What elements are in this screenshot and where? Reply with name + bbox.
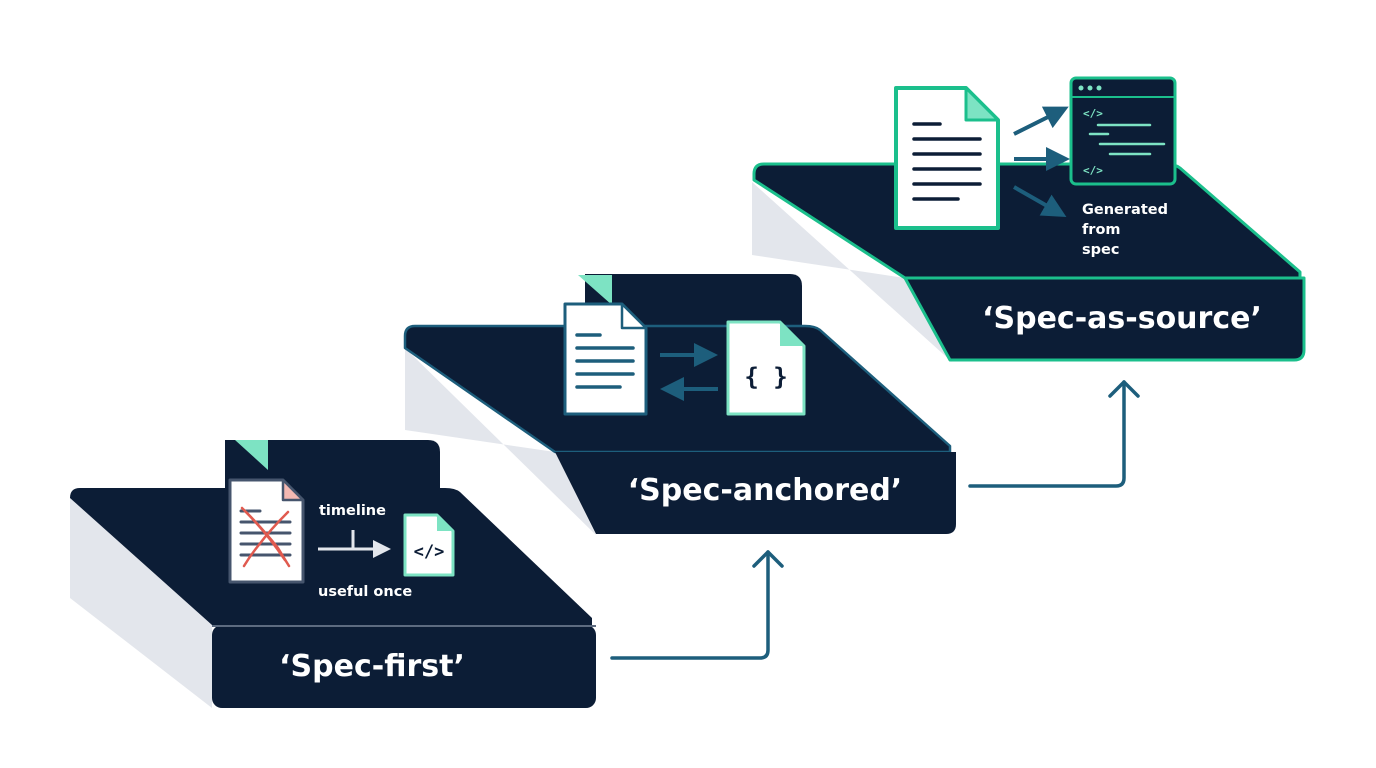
svg-text:</>: </> bbox=[414, 542, 445, 562]
outdated-spec-document-icon bbox=[228, 440, 305, 584]
arrow-first-to-anchored bbox=[610, 550, 770, 660]
svg-text:</>: </> bbox=[1083, 164, 1103, 177]
generated-label-line-2: from bbox=[1082, 222, 1121, 238]
code-braces-document-icon: { } bbox=[726, 320, 806, 416]
progression-arrows bbox=[610, 380, 1140, 660]
arrow-anchored-to-source bbox=[968, 380, 1126, 488]
spec-document-icon bbox=[563, 275, 648, 416]
useful-once-label: useful once bbox=[318, 584, 412, 600]
generation-arrows bbox=[1013, 106, 1070, 217]
step-spec-as-source: ‘Spec-as-source’ bbox=[752, 76, 1306, 362]
svg-text:{ }: { } bbox=[744, 363, 787, 391]
sync-arrows bbox=[660, 343, 718, 401]
generated-from-spec-label: Generated from spec bbox=[1082, 202, 1173, 258]
step-label-spec-as-source: ‘Spec-as-source’ bbox=[982, 301, 1262, 336]
source-spec-document-icon bbox=[894, 86, 1000, 230]
code-document-icon: </> bbox=[403, 513, 455, 577]
generated-label-line-1: Generated bbox=[1082, 202, 1168, 218]
generated-label-line-3: spec bbox=[1082, 242, 1119, 258]
step-spec-first: ‘Spec-first’ timeline use bbox=[70, 440, 596, 708]
svg-text:</>: </> bbox=[1083, 107, 1103, 120]
generated-code-window-icon: </> </> bbox=[1069, 76, 1177, 186]
timeline-arrow bbox=[318, 530, 391, 558]
step-label-spec-anchored: ‘Spec-anchored’ bbox=[628, 473, 902, 508]
timeline-label: timeline bbox=[319, 503, 386, 519]
step-label-spec-first: ‘Spec-first’ bbox=[279, 649, 465, 684]
step-spec-anchored: ‘Spec-anchored’ { } bbox=[403, 274, 956, 535]
